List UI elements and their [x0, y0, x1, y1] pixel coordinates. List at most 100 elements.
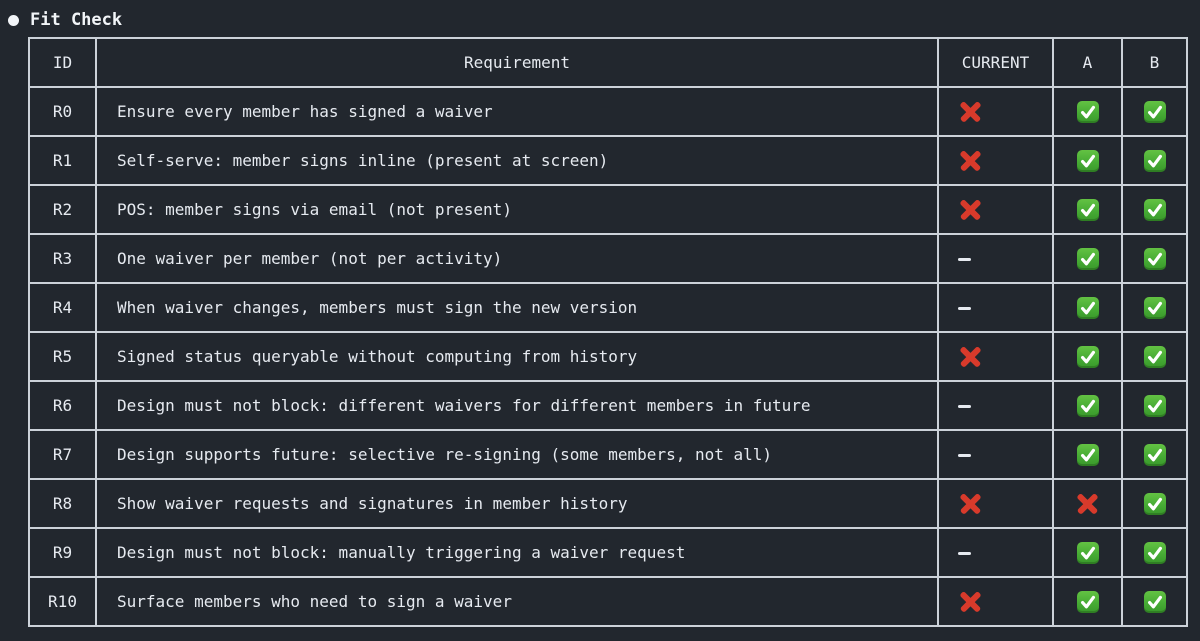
check-icon: [1143, 590, 1166, 613]
cell-option-b-status: [1121, 478, 1188, 529]
cell-option-b-status: [1121, 527, 1188, 578]
cell-current-status: [937, 478, 1054, 529]
cell-current-status: [937, 380, 1054, 431]
check-icon: [1076, 541, 1099, 564]
cell-current-status: [937, 429, 1054, 480]
cell-option-b-status: [1121, 135, 1188, 186]
check-icon: [1143, 443, 1166, 466]
cell-requirement: Design supports future: selective re-sig…: [95, 429, 939, 480]
check-icon: [1143, 492, 1166, 515]
cell-option-a-status: [1052, 576, 1123, 627]
cell-id: R0: [28, 86, 97, 137]
cell-option-b-status: [1121, 233, 1188, 284]
header-a: A: [1052, 37, 1123, 88]
cell-option-a-status: [1052, 380, 1123, 431]
cell-requirement: Design must not block: manually triggeri…: [95, 527, 939, 578]
dash-icon: [958, 454, 971, 457]
bullet-icon: [8, 14, 19, 26]
cross-icon: [958, 148, 983, 173]
cell-option-a-status: [1052, 478, 1123, 529]
cell-id: R9: [28, 527, 97, 578]
cell-option-a-status: [1052, 86, 1123, 137]
check-icon: [1076, 100, 1099, 123]
check-icon: [1076, 443, 1099, 466]
check-icon: [1076, 590, 1099, 613]
check-icon: [1143, 345, 1166, 368]
header-requirement: Requirement: [95, 37, 939, 88]
cross-icon: [958, 589, 983, 614]
cell-requirement: Show waiver requests and signatures in m…: [95, 478, 939, 529]
cross-icon: [958, 99, 983, 124]
cell-option-a-status: [1052, 184, 1123, 235]
cell-option-b-status: [1121, 331, 1188, 382]
cross-icon: [958, 491, 983, 516]
cell-id: R8: [28, 478, 97, 529]
cell-id: R3: [28, 233, 97, 284]
header-row: ID Requirement CURRENT A B: [28, 37, 1188, 88]
cell-id: R2: [28, 184, 97, 235]
cell-option-a-status: [1052, 233, 1123, 284]
cell-id: R7: [28, 429, 97, 480]
page-title: Fit Check: [0, 0, 1200, 30]
check-icon: [1143, 541, 1166, 564]
cell-option-b-status: [1121, 576, 1188, 627]
cell-id: R10: [28, 576, 97, 627]
cell-current-status: [937, 135, 1054, 186]
cell-requirement: Signed status queryable without computin…: [95, 331, 939, 382]
cell-id: R1: [28, 135, 97, 186]
cell-id: R4: [28, 282, 97, 333]
cell-current-status: [937, 331, 1054, 382]
check-icon: [1076, 345, 1099, 368]
cell-requirement: One waiver per member (not per activity): [95, 233, 939, 284]
check-icon: [1143, 149, 1166, 172]
check-icon: [1143, 100, 1166, 123]
cell-current-status: [937, 233, 1054, 284]
cell-requirement: When waiver changes, members must sign t…: [95, 282, 939, 333]
cell-current-status: [937, 86, 1054, 137]
cell-current-status: [937, 576, 1054, 627]
check-icon: [1076, 394, 1099, 417]
page-title-text: Fit Check: [30, 10, 123, 30]
cell-requirement: Surface members who need to sign a waive…: [95, 576, 939, 627]
check-icon: [1076, 247, 1099, 270]
cell-requirement: Ensure every member has signed a waiver: [95, 86, 939, 137]
cell-option-a-status: [1052, 135, 1123, 186]
cross-icon: [958, 197, 983, 222]
cell-option-b-status: [1121, 429, 1188, 480]
header-b: B: [1121, 37, 1188, 88]
check-icon: [1143, 394, 1166, 417]
cell-requirement: Design must not block: different waivers…: [95, 380, 939, 431]
cell-current-status: [937, 184, 1054, 235]
check-icon: [1143, 296, 1166, 319]
cell-option-a-status: [1052, 527, 1123, 578]
dash-icon: [958, 258, 971, 261]
dash-icon: [958, 552, 971, 555]
check-icon: [1076, 149, 1099, 172]
cell-requirement: POS: member signs via email (not present…: [95, 184, 939, 235]
dash-icon: [958, 405, 971, 408]
check-icon: [1143, 198, 1166, 221]
check-icon: [1143, 247, 1166, 270]
header-id: ID: [28, 37, 97, 88]
dash-icon: [958, 307, 971, 310]
cross-icon: [1075, 491, 1100, 516]
cell-option-a-status: [1052, 331, 1123, 382]
check-icon: [1076, 198, 1099, 221]
header-current: CURRENT: [937, 37, 1054, 88]
cell-current-status: [937, 527, 1054, 578]
cell-id: R5: [28, 331, 97, 382]
cell-option-b-status: [1121, 282, 1188, 333]
cell-id: R6: [28, 380, 97, 431]
